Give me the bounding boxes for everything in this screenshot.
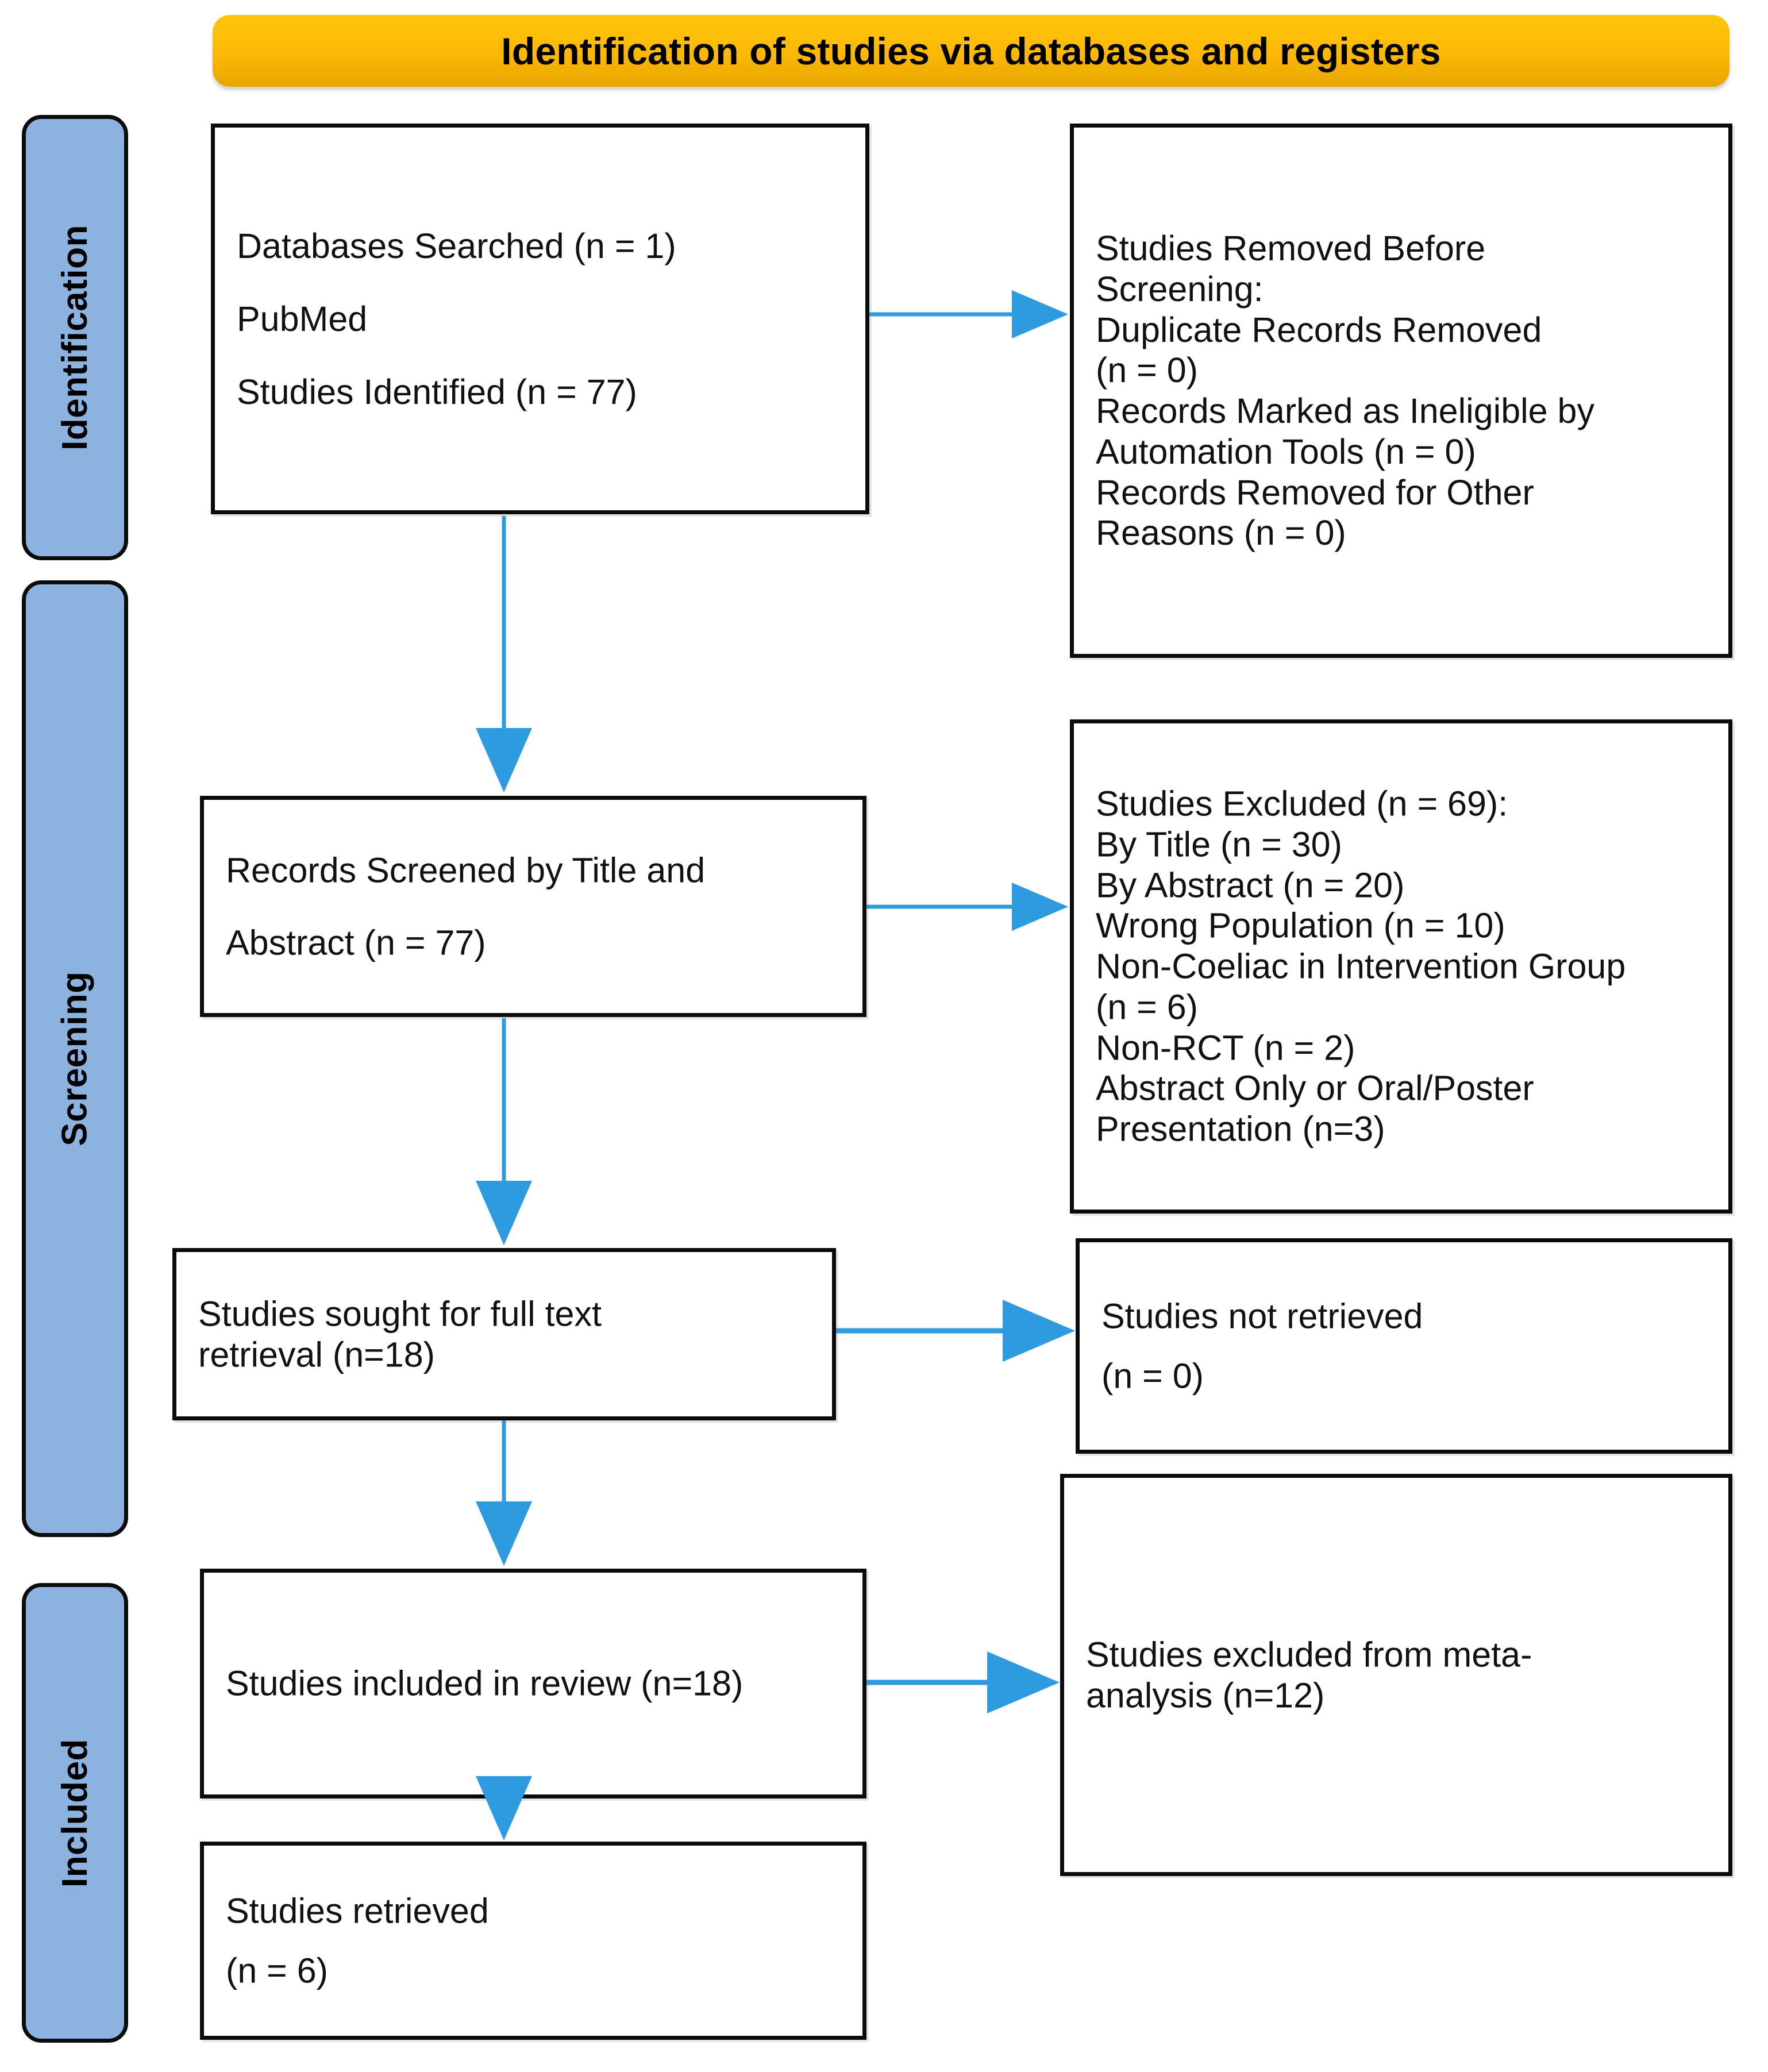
- box-line: Wrong Population (n = 10): [1096, 906, 1505, 945]
- box-databases-searched: Databases Searched (n = 1) PubMed Studie…: [211, 124, 869, 514]
- box-line: By Title (n = 30): [1096, 825, 1342, 864]
- phase-rail-identification-label: Identification: [55, 225, 95, 450]
- phase-rail-screening: Screening: [22, 580, 128, 1537]
- box-line: analysis (n=12): [1086, 1676, 1325, 1715]
- box-included-in-review: Studies included in review (n=18): [200, 1569, 866, 1798]
- box-studies-retrieved: Studies retrieved (n = 6): [200, 1842, 866, 2040]
- phase-rail-included: Included: [22, 1583, 128, 2043]
- box-line: Screening:: [1096, 269, 1264, 309]
- phase-rail-screening-label: Screening: [55, 971, 95, 1146]
- box-line: (n = 0): [1096, 351, 1198, 390]
- box-line: Databases Searched (n = 1): [237, 226, 676, 265]
- box-line: Duplicate Records Removed: [1096, 310, 1542, 349]
- box-line: Studies Excluded (n = 69):: [1096, 784, 1508, 823]
- box-line: Non-Coeliac in Intervention Group: [1096, 946, 1626, 986]
- box-sought-full-text: Studies sought for full text retrieval (…: [172, 1248, 836, 1420]
- box-line: Abstract (n = 77): [226, 923, 486, 962]
- phase-rail-included-label: Included: [55, 1738, 95, 1888]
- box-not-retrieved: Studies not retrieved (n = 0): [1076, 1238, 1732, 1454]
- box-line: Reasons (n = 0): [1096, 513, 1346, 553]
- box-line: Studies retrieved: [226, 1890, 489, 1930]
- box-line: Studies included in review (n=18): [226, 1663, 744, 1703]
- box-line: (n = 6): [226, 1951, 328, 1990]
- box-line: PubMed: [237, 299, 368, 338]
- diagram-header-banner: Identification of studies via databases …: [213, 15, 1730, 87]
- box-line: Presentation (n=3): [1096, 1109, 1385, 1149]
- box-line: Studies excluded from meta-: [1086, 1635, 1532, 1674]
- box-line: (n = 6): [1096, 987, 1198, 1027]
- box-line: Studies Identified (n = 77): [237, 372, 637, 411]
- box-line: Records Screened by Title and: [226, 850, 706, 889]
- box-line: retrieval (n=18): [198, 1335, 435, 1374]
- box-removed-before-screening: Studies Removed Before Screening: Duplic…: [1070, 124, 1732, 658]
- box-line: Non-RCT (n = 2): [1096, 1028, 1355, 1068]
- box-line: (n = 0): [1101, 1356, 1204, 1396]
- box-excluded-from-meta: Studies excluded from meta- analysis (n=…: [1060, 1474, 1732, 1876]
- phase-rail-identification: Identification: [22, 115, 128, 560]
- box-records-screened: Records Screened by Title and Abstract (…: [200, 796, 866, 1017]
- box-line: By Abstract (n = 20): [1096, 865, 1405, 905]
- box-line: Records Removed for Other: [1096, 472, 1534, 512]
- box-studies-excluded: Studies Excluded (n = 69): By Title (n =…: [1070, 719, 1732, 1214]
- diagram-title: Identification of studies via databases …: [501, 29, 1441, 72]
- box-line: Automation Tools (n = 0): [1096, 432, 1476, 471]
- box-line: Studies sought for full text: [198, 1294, 602, 1334]
- box-line: Studies Removed Before: [1096, 229, 1486, 268]
- box-line: Records Marked as Ineligible by: [1096, 391, 1594, 430]
- box-line: Studies not retrieved: [1101, 1296, 1423, 1335]
- box-line: Abstract Only or Oral/Poster: [1096, 1068, 1534, 1108]
